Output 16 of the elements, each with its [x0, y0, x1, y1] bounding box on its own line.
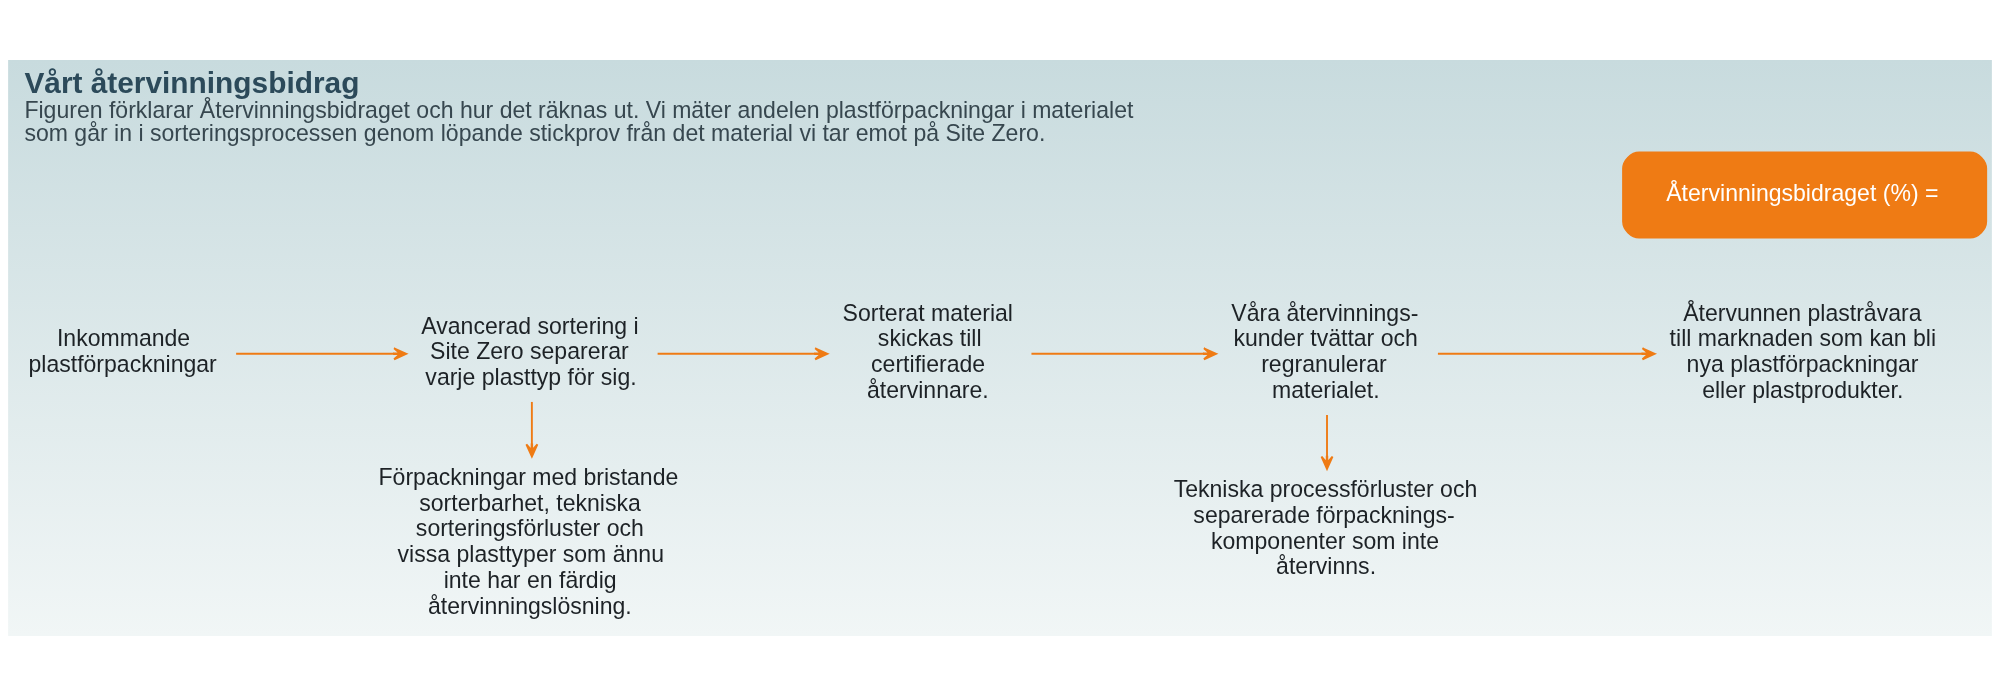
node-text: Sorterat material skickas till certifierade återvinnare. — [842, 299, 1013, 403]
arrow — [525, 400, 539, 457]
node-text: Tekniska processförluster och separerade förpacknings- komponenter som inte återvinns. — [1173, 475, 1478, 579]
arrow — [656, 346, 829, 360]
arrow — [1320, 413, 1334, 470]
node-text: Återvunnen plastråvara till marknaden som kan bli nya plastförpackningar eller plastprodukter. — [1669, 299, 1937, 403]
arrow — [235, 346, 408, 360]
arrow — [1436, 346, 1656, 360]
node-box: Återvinningsbidraget (%) = — [1622, 151, 1988, 238]
node-text: Förpackningar med bristande sorterbarhet, tekniska sorteringsförluster och vissa plasttyper som ännu inte har en färdig återvinningslösning. — [378, 463, 679, 619]
node-text: Avancerad sortering i Site Zero separerar varje plasttyp för sig. — [421, 312, 639, 390]
caption: Figuren förklarar Återvinningsbidraget och hur det räknas ut. Vi mäter andelen plastförpackningar i materialet som går in i sorteringsprocessen genom löpande stickprov från det material vi tar emot på Site Zero. — [24, 96, 1134, 146]
diagram-title: Vårt återvinningsbidrag — [24, 65, 360, 99]
arrow — [1030, 346, 1218, 360]
node-text: Våra återvinnings- kunder tvättar och regranulerar materialet. — [1231, 299, 1419, 403]
node-text: Inkommande plastförpackningar — [28, 324, 217, 377]
